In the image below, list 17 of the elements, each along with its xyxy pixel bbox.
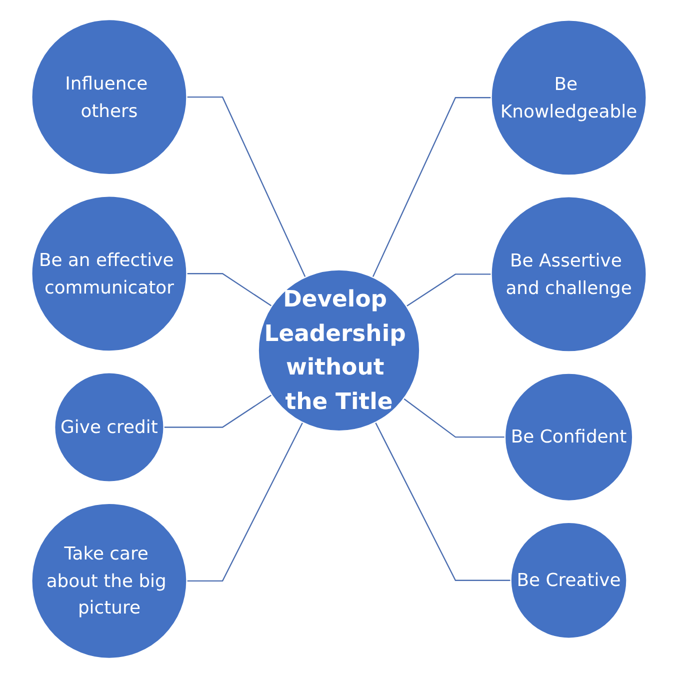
circle-node: Influence others [31, 18, 188, 175]
circle-node: Be Assertive and challenge [490, 196, 647, 352]
connector-line [186, 272, 272, 306]
circle-node: Be Knowledgeable [490, 19, 647, 176]
circle-node: Give credit [54, 372, 164, 482]
connector-line [372, 96, 492, 277]
circle-node: Take care about the big picture [31, 502, 188, 659]
connector-line [186, 422, 304, 582]
circle-node: Be Confident [504, 372, 634, 501]
connector-line [164, 394, 272, 428]
connector-line [406, 273, 492, 306]
circle-node: Be an effective communicator [31, 195, 188, 352]
connector-line [186, 96, 306, 277]
circle-node: Be Creative [510, 521, 628, 638]
connector-line [403, 398, 505, 438]
connector-line [374, 422, 511, 580]
circle-node: Develop Leadership without the Title [258, 268, 420, 432]
